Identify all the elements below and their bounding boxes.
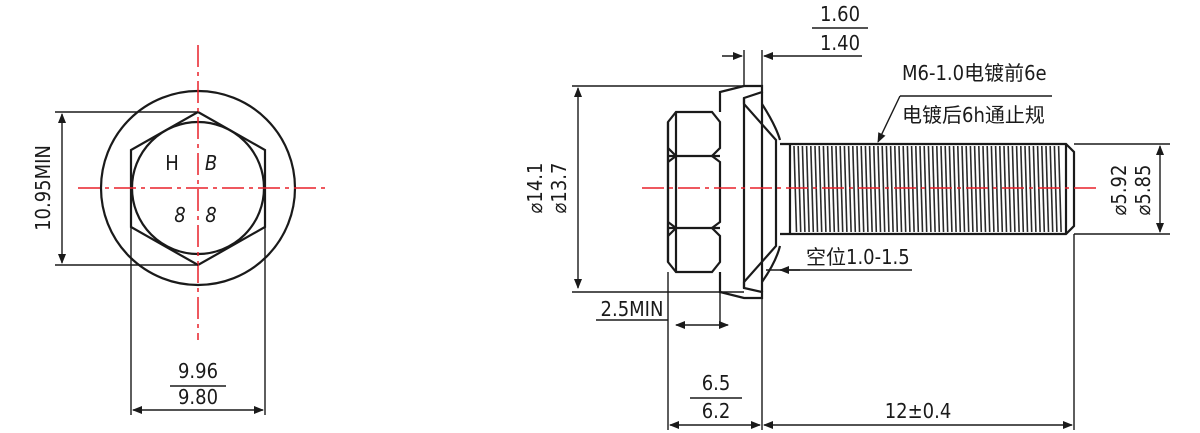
thread-line xyxy=(856,145,861,233)
thread-line xyxy=(973,145,978,233)
thread-line xyxy=(1045,145,1050,233)
thread-line xyxy=(994,145,999,233)
thread-line xyxy=(864,145,869,233)
dim-width-min-label: 9.80 xyxy=(178,385,218,409)
thread-line xyxy=(1003,145,1008,233)
thread-shank xyxy=(780,142,1076,236)
undercut-note-label: 空位1.0-1.5 xyxy=(806,245,910,269)
thread-line xyxy=(818,145,823,233)
thread-line xyxy=(801,145,806,233)
thread-line xyxy=(986,145,991,233)
thread-line xyxy=(999,145,1004,233)
flange-thickness-max-label: 1.60 xyxy=(820,2,860,26)
thread-line xyxy=(952,145,957,233)
flange-dia-max-label: ⌀14.1 xyxy=(523,163,547,214)
thread-spec-line1: M6-1.0电镀前6e xyxy=(902,61,1047,85)
thread-line xyxy=(923,145,928,233)
thread-line xyxy=(1036,145,1041,233)
thread-line xyxy=(1028,145,1033,233)
thread-line xyxy=(1049,145,1054,233)
thread-line xyxy=(957,145,962,233)
thread-line xyxy=(969,145,974,233)
thread-line xyxy=(978,145,983,233)
thread-line xyxy=(1015,145,1020,233)
head-mark-8-left: 8 xyxy=(174,203,185,227)
thread-line xyxy=(889,145,894,233)
thread-line xyxy=(961,145,966,233)
thread-line xyxy=(927,145,932,233)
thread-line xyxy=(847,145,852,233)
thread-line xyxy=(948,145,953,233)
thread-line xyxy=(1020,145,1025,233)
flange-thickness-min-label: 1.40 xyxy=(820,31,860,55)
thread-line xyxy=(919,145,924,233)
thread-line xyxy=(793,145,798,233)
thread-line xyxy=(982,145,987,233)
wrench-length-label: 2.5MIN xyxy=(601,297,664,321)
thread-line xyxy=(831,145,836,233)
thread-line xyxy=(826,145,831,233)
dim-width-max-label: 9.96 xyxy=(178,359,218,383)
thread-spec-leader xyxy=(877,95,901,143)
thread-spec-line2: 电镀后6h通止规 xyxy=(902,103,1045,127)
thread-line xyxy=(814,145,819,233)
thread-pattern xyxy=(793,145,1062,233)
flange-dia-min-label: ⌀13.7 xyxy=(547,163,571,214)
thread-line xyxy=(877,145,882,233)
shank-length-label: 12±0.4 xyxy=(885,399,952,423)
thread-line xyxy=(839,145,844,233)
thread-line xyxy=(885,145,890,233)
thread-line xyxy=(1032,145,1037,233)
thread-line xyxy=(860,145,865,233)
side-view: 1.60 1.40 M6-1.0电镀前6e 电镀后6h通止规 ⌀14.1 ⌀13… xyxy=(523,2,1170,430)
thread-line xyxy=(940,145,945,233)
head-mark-8-right: 8 xyxy=(205,203,216,227)
thread-line xyxy=(822,145,827,233)
head-mark-b: B xyxy=(205,151,217,175)
thread-line xyxy=(898,145,903,233)
head-height-max-label: 6.5 xyxy=(702,371,731,395)
end-view: H B 8 8 10.95MIN 9.96 9.80 xyxy=(31,45,330,415)
thread-dia-min-label: ⌀5.85 xyxy=(1131,165,1155,216)
thread-line xyxy=(931,145,936,233)
head-height-min-label: 6.2 xyxy=(702,399,731,423)
head-mark-h: H xyxy=(165,151,179,175)
thread-line xyxy=(873,145,878,233)
hex-head-body xyxy=(666,110,722,274)
thread-line xyxy=(1011,145,1016,233)
thread-line xyxy=(797,145,802,233)
thread-line xyxy=(990,145,995,233)
thread-line xyxy=(936,145,941,233)
thread-line xyxy=(910,145,915,233)
thread-line xyxy=(810,145,815,233)
thread-line xyxy=(805,145,810,233)
flange-body xyxy=(718,84,778,300)
thread-line xyxy=(1007,145,1012,233)
dim-across-flats-label: 10.95MIN xyxy=(31,145,55,231)
thread-line xyxy=(906,145,911,233)
thread-line xyxy=(965,145,970,233)
thread-line xyxy=(1024,145,1029,233)
thread-line xyxy=(915,145,920,233)
thread-dia-max-label: ⌀5.92 xyxy=(1107,165,1131,216)
thread-line xyxy=(1053,145,1058,233)
thread-line xyxy=(944,145,949,233)
thread-line xyxy=(894,145,899,233)
thread-line xyxy=(843,145,848,233)
thread-line xyxy=(852,145,857,233)
thread-line xyxy=(902,145,907,233)
thread-line xyxy=(1041,145,1046,233)
thread-line xyxy=(881,145,886,233)
thread-line xyxy=(868,145,873,233)
thread-line xyxy=(835,145,840,233)
thread-line xyxy=(1057,145,1062,233)
